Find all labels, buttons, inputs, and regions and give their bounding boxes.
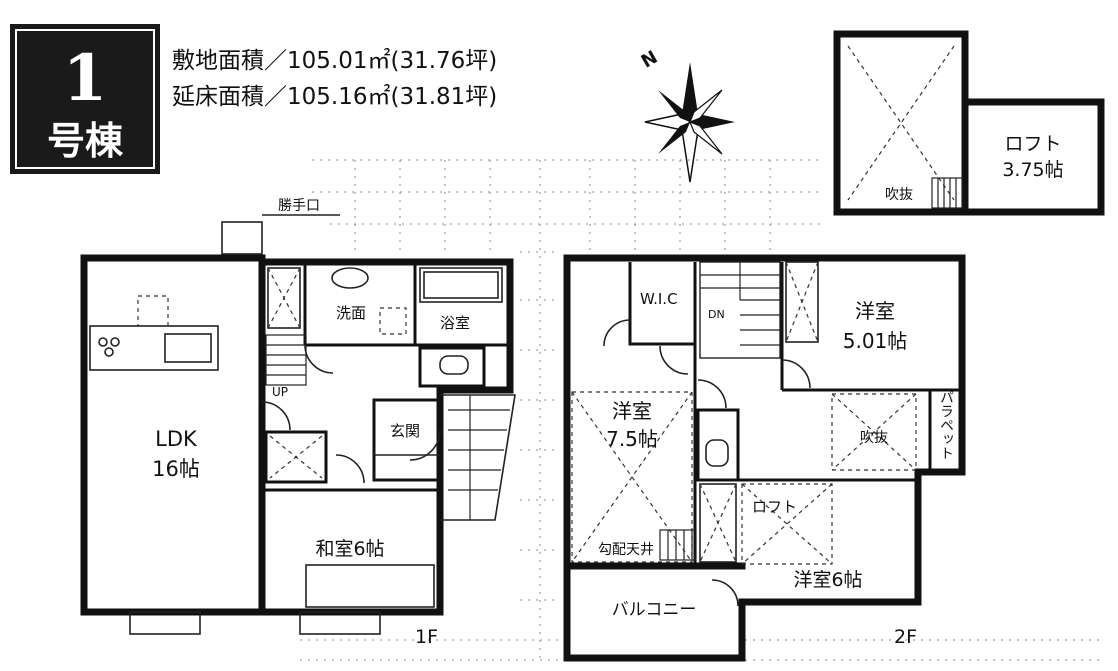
stairs-1f: [265, 334, 307, 386]
compass-north-label: N: [638, 47, 662, 73]
balcony-label: バルコニー: [612, 600, 697, 620]
room-b-size-label: 7.5帖: [606, 427, 658, 451]
site-grid: [300, 159, 1100, 661]
loft-ladder-icon: [931, 177, 963, 209]
floor-1-label: 1F: [415, 626, 438, 648]
badge-number: 1: [63, 41, 108, 116]
washroom-label: 洗面: [336, 304, 366, 322]
stairs-2f: [699, 261, 781, 359]
loft-name-label: ロフト: [1004, 133, 1061, 155]
void-2f-label: 吹抜: [860, 430, 888, 446]
lot-area-text: 敷地面積／105.01㎡(31.76坪): [172, 48, 497, 74]
loft-2f-label: ロフト: [752, 498, 797, 516]
building-badge: 1 号棟: [10, 24, 160, 174]
floor-2-label: 2F: [894, 626, 917, 648]
japanese-room-label: 和室6帖: [315, 538, 384, 560]
sloped-ceiling-label: 勾配天井: [598, 542, 654, 558]
room-a-name-label: 洋室: [855, 299, 895, 323]
loft-size-label: 3.75帖: [1002, 159, 1063, 181]
compass-rose-icon: [644, 62, 735, 183]
ldk-size-label: 16帖: [152, 457, 200, 481]
loft-ladder-2f-icon: [659, 529, 697, 561]
stairs-dn-label: DN: [708, 308, 725, 321]
room-b-name-label: 洋室: [612, 399, 652, 423]
loft-plan: 吹抜 ロフト 3.75帖: [833, 30, 1105, 216]
loft-void-label: 吹抜: [885, 187, 913, 203]
parapet-label: パラペット: [938, 390, 954, 460]
stairs-up-label: UP: [272, 385, 288, 399]
service-door-label: 勝手口: [278, 198, 320, 214]
wic-label: W.I.C: [640, 290, 678, 308]
floor-1-plan: [80, 214, 516, 635]
badge-label: 号棟: [47, 118, 124, 163]
room-c-label: 洋室6帖: [793, 569, 862, 591]
ldk-name-label: LDK: [155, 427, 198, 451]
room-a-size-label: 5.01帖: [843, 329, 908, 353]
floor-area-text: 延床面積／105.16㎡(31.81坪): [172, 84, 497, 110]
bathroom-label: 浴室: [440, 314, 470, 332]
floor-2-plan: [563, 254, 966, 662]
entrance-label: 玄関: [390, 422, 420, 440]
